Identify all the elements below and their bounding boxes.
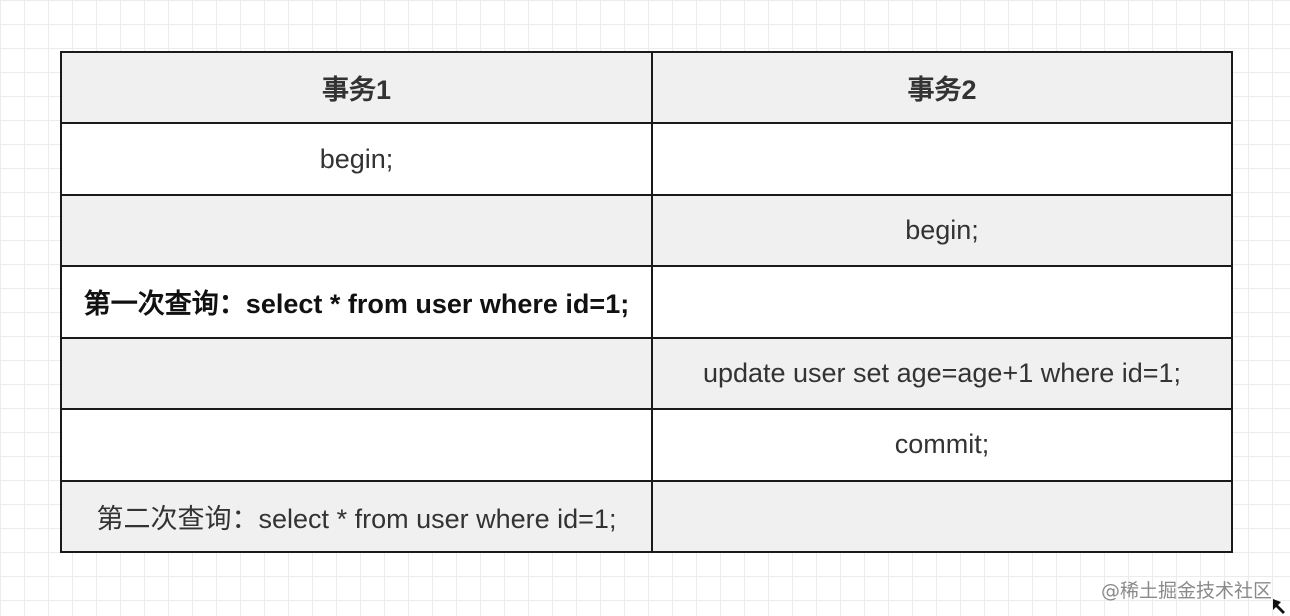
header-transaction-1: 事务1: [60, 50, 653, 125]
resize-arrow-icon: [1273, 599, 1285, 614]
table-row: commit;: [60, 408, 1233, 482]
table-cell: begin;: [60, 122, 653, 196]
table-cell: [60, 193, 653, 268]
table-cell: begin;: [651, 193, 1233, 268]
header-transaction-2: 事务2: [651, 50, 1233, 125]
table-row: update user set age=age+1 where id=1;: [60, 336, 1233, 411]
table-header-row: 事务1 事务2: [60, 50, 1233, 125]
table-cell: [651, 265, 1233, 339]
table-cell: 第一次查询：select * from user where id=1;: [60, 265, 653, 339]
table-row: 第一次查询：select * from user where id=1;: [60, 265, 1233, 339]
table-cell: [651, 479, 1233, 554]
table-cell: [651, 122, 1233, 196]
table-row: begin;: [60, 122, 1233, 196]
table-cell: [60, 336, 653, 411]
table-cell: commit;: [651, 408, 1233, 482]
transaction-table: 事务1 事务2 begin; begin; 第一次查询：select * fro…: [60, 50, 1233, 554]
table-row: begin;: [60, 193, 1233, 268]
table-cell: 第二次查询：select * from user where id=1;: [60, 479, 653, 554]
watermark-text: @稀土掘金技术社区: [1100, 580, 1272, 602]
table-cell: update user set age=age+1 where id=1;: [651, 336, 1233, 411]
table-row: 第二次查询：select * from user where id=1;: [60, 479, 1233, 554]
table-cell: [60, 408, 653, 482]
